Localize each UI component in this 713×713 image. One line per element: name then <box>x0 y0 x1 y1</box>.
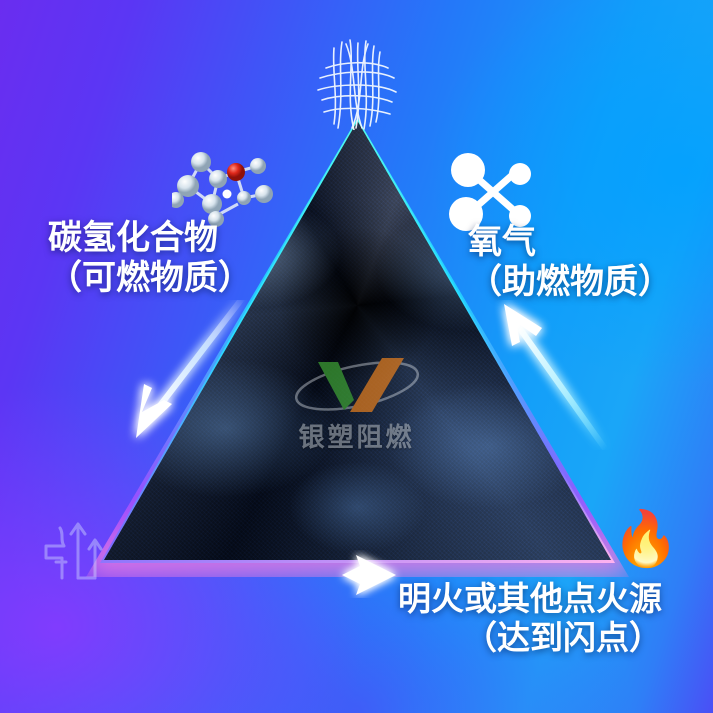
label-oxygen: 氧气 （助燃物质） <box>468 222 672 302</box>
label-ignition-line1: 明火或其他点火源 <box>398 580 662 617</box>
flame-icon: 🔥 <box>612 509 680 569</box>
label-fuel-line2: （可燃物质） <box>48 259 252 298</box>
label-fuel: 碳氢化合物 （可燃物质） <box>48 218 252 298</box>
label-oxygen-line2: （助燃物质） <box>468 263 672 302</box>
oxygen-molecule-icon <box>449 153 531 231</box>
label-ignition-line2: （达到闪点） <box>464 618 662 656</box>
hydrocarbon-molecule-icon <box>172 152 273 227</box>
label-oxygen-line1: 氧气 <box>468 223 536 261</box>
label-fuel-line1: 碳氢化合物 <box>48 219 218 257</box>
heat-rise-icon <box>44 522 103 580</box>
fiber-bundle-icon <box>317 39 397 130</box>
label-ignition: 明火或其他点火源 （达到闪点） <box>398 580 662 658</box>
